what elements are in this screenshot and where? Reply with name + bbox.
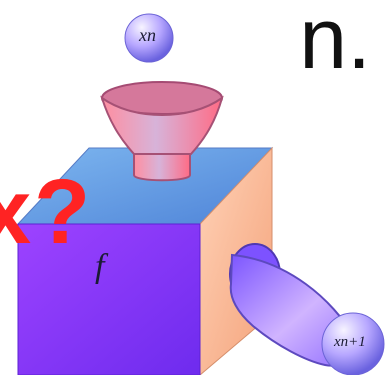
function-label: f xyxy=(95,248,105,285)
question-mark: ? xyxy=(34,161,91,263)
funnel-body xyxy=(100,95,224,155)
machine-box-front xyxy=(17,223,201,375)
output-ball xyxy=(321,312,385,375)
headline-text: n. xyxy=(299,0,371,87)
question-prefix: x xyxy=(0,161,32,263)
input-ball xyxy=(124,13,174,63)
funnel-neck xyxy=(133,153,191,182)
